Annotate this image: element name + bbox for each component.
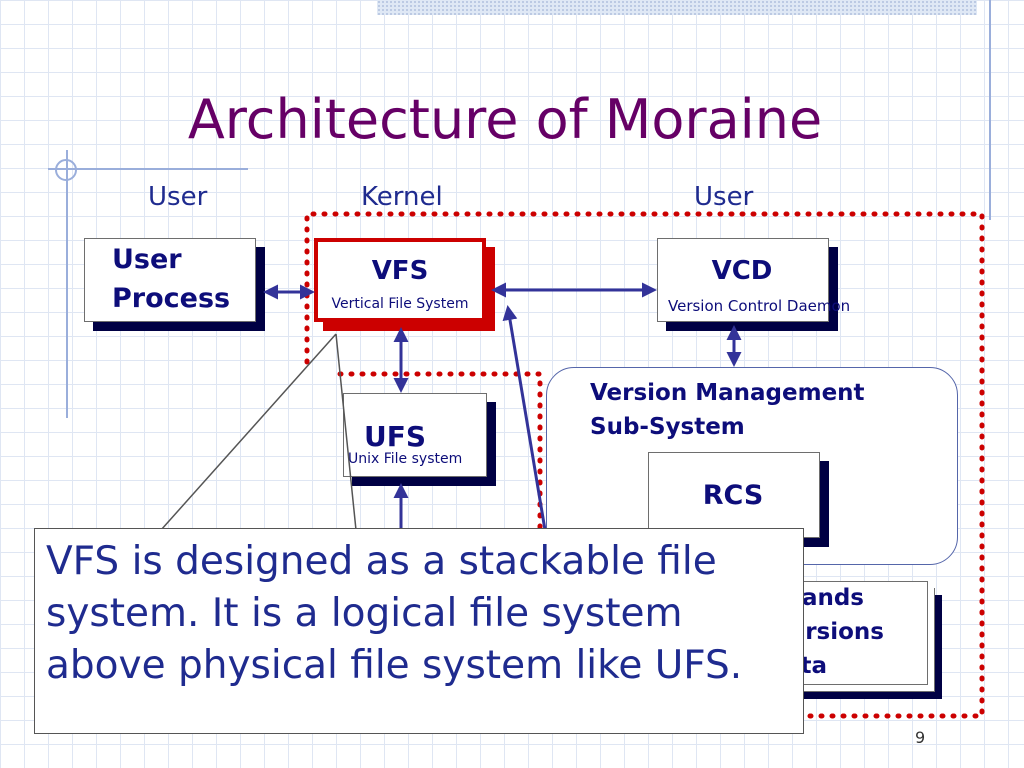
ufs-box: [343, 393, 487, 477]
rcs-title: RCS: [702, 480, 764, 511]
vcd-title: VCD: [711, 256, 773, 286]
ufs-title: UFS: [364, 420, 427, 453]
column-label-user-right: User: [694, 182, 754, 212]
rcs-box: [648, 452, 820, 538]
callout-pointer-left: [160, 333, 337, 531]
column-label-kernel: Kernel: [361, 182, 443, 212]
right-decorative-rule: [989, 0, 991, 220]
left-horizontal-rule: [48, 168, 248, 170]
user-process-box: [84, 238, 256, 322]
user-process-line2: Process: [112, 283, 231, 314]
version-management-line2: Sub-System: [590, 414, 745, 440]
circle-ornament-icon: [55, 159, 77, 181]
column-label-user-left: User: [148, 182, 208, 212]
arrow-vfs-down-diagonal: [502, 305, 547, 531]
callout-pointer-right: [335, 333, 357, 531]
versions-line1: ands: [801, 585, 864, 611]
versions-line3: ta: [800, 653, 827, 679]
ufs-subtitle: Unix File system: [348, 451, 463, 467]
version-management-label: Version Management Sub-System: [590, 376, 865, 444]
callout-box: [34, 528, 804, 734]
versions-label: ands rsions ta: [740, 581, 918, 683]
versions-line2: rsions: [805, 619, 884, 645]
user-process-line1: User: [112, 244, 182, 275]
vfs-title: VFS: [371, 256, 429, 286]
user-process-label: User Process: [112, 240, 230, 318]
vcd-box: [657, 238, 829, 322]
slide-title: Architecture of Moraine: [187, 88, 823, 151]
vfs-subtitle: Vertical File System: [331, 296, 469, 312]
callout-text: VFS is designed as a stackable file syst…: [46, 539, 743, 688]
page-number: 9: [915, 728, 926, 747]
vfs-box: [314, 238, 486, 322]
version-management-line1: Version Management: [590, 380, 865, 406]
vcd-subtitle: Version Control Daemon: [668, 297, 851, 315]
top-decorative-band: [377, 0, 977, 15]
left-decorative-rule: [66, 150, 68, 418]
